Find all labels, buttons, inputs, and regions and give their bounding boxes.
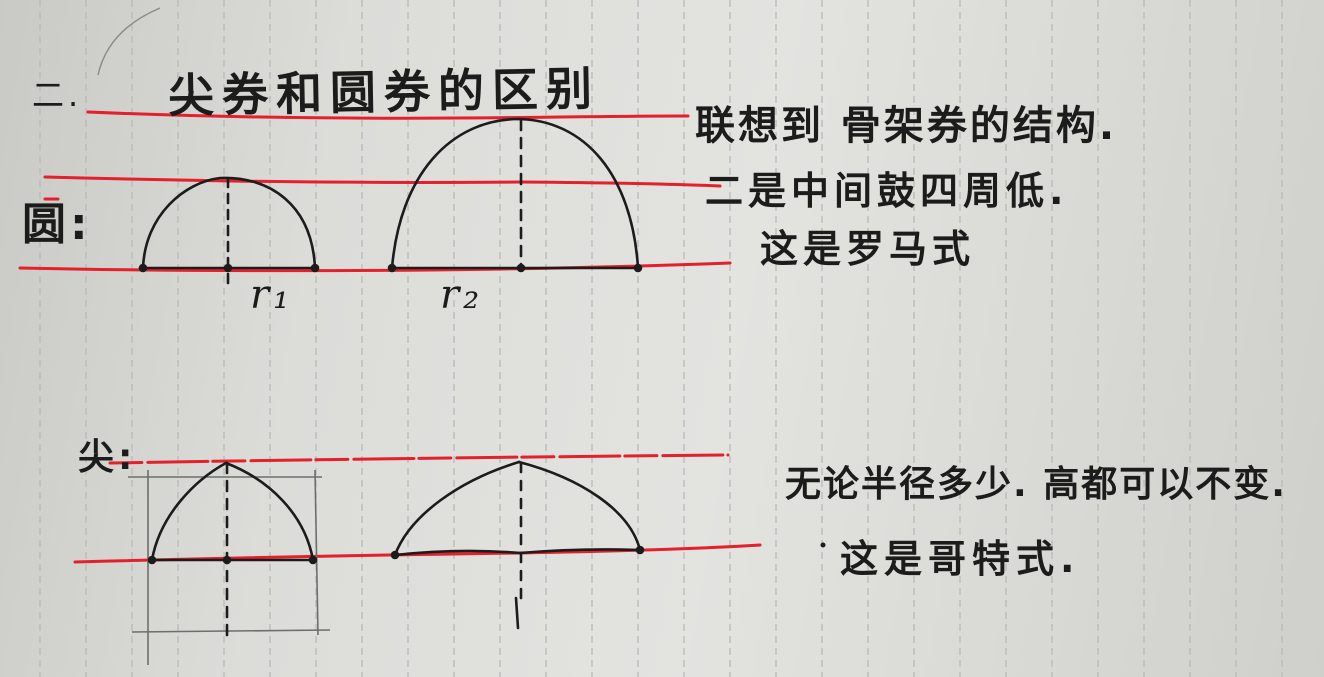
pencil-stroke <box>97 7 161 76</box>
heading-title: 尖券和圆券的区别 <box>167 61 601 123</box>
round-arch-small <box>138 176 320 287</box>
pointed-arch-small <box>147 461 318 642</box>
note-bottom-line-1: 无论半径多少. 高都可以不变. <box>785 464 1287 505</box>
round-arch-small-curve <box>141 176 317 270</box>
red-line-heading <box>86 110 690 120</box>
note-top-line-1: 联想到 骨架券的结构. <box>695 103 1118 149</box>
pointed-arch-label: 尖: <box>78 437 137 478</box>
ink-dot <box>820 542 826 548</box>
pointed-arch-large-axis-tail <box>514 596 520 630</box>
pointed-arch-large-right <box>517 460 642 552</box>
radius-label-small: r₁ <box>250 272 294 318</box>
red-line-mid <box>43 175 722 188</box>
pointed-arch-large-left <box>393 460 521 557</box>
note-bottom-line-2: 这是哥特式. <box>840 537 1081 581</box>
round-arch-large-curve <box>390 117 640 270</box>
radius-label-large: r₂ <box>440 272 484 318</box>
note-top-line-3: 这是罗马式 <box>760 227 976 271</box>
pointed-arch-large <box>390 460 645 630</box>
pointed-arch-small-left <box>150 461 228 562</box>
note-top-line-2: 二是中间鼓四周低. <box>705 169 1069 213</box>
round-arch-label: 圆: <box>22 199 92 250</box>
heading-number: 二. <box>32 76 83 114</box>
pointed-arch-small-right <box>224 461 315 562</box>
round-arch-large <box>387 117 643 273</box>
red-line-apex <box>108 453 730 465</box>
pencil-grid <box>128 469 331 665</box>
